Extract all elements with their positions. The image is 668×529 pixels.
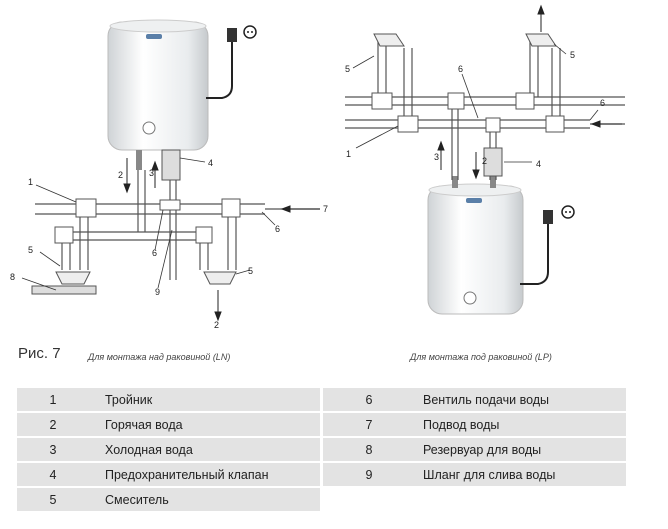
legend-text: Подвод воды bbox=[423, 417, 500, 432]
legend-left-column: 1 Тройник 2 Горячая вода 3 Холодная вода 4 П… bbox=[17, 388, 320, 513]
right-flow-arrows bbox=[437, 4, 622, 180]
legend-row: 9 Шланг для слива воды bbox=[323, 463, 626, 486]
right-power-cord bbox=[520, 205, 575, 285]
left-heater-tank bbox=[107, 19, 209, 170]
installation-diagram: 1 2 3 4 5 5 6 7 8 9 2 6 bbox=[10, 4, 625, 330]
legend-num: 4 bbox=[49, 467, 57, 482]
legend-row: 7 Подвод воды bbox=[323, 413, 626, 436]
legend-num: 3 bbox=[49, 442, 57, 457]
callout-3: 3 bbox=[149, 168, 154, 178]
callout-r6: 6 bbox=[458, 64, 463, 74]
callout-9: 9 bbox=[155, 287, 160, 297]
right-heater-tank bbox=[427, 176, 524, 315]
right-leaders bbox=[352, 43, 599, 163]
legend-text: Тройник bbox=[105, 392, 153, 407]
legend-row: 8 Резервуар для воды bbox=[323, 438, 626, 461]
legend-text: Холодная вода bbox=[105, 442, 193, 457]
callout-2: 2 bbox=[118, 170, 123, 180]
callout-r2: 2 bbox=[482, 156, 487, 166]
legend-row: 1 Тройник bbox=[17, 388, 320, 411]
callout-r4: 4 bbox=[536, 159, 541, 169]
left-fittings bbox=[31, 149, 241, 295]
left-callout-labels: 1 2 3 4 5 5 6 7 8 9 2 6 bbox=[10, 158, 328, 330]
legend-text: Вентиль подачи воды bbox=[423, 392, 550, 407]
legend-num: 9 bbox=[365, 467, 373, 482]
legend-row: 6 Вентиль подачи воды bbox=[323, 388, 626, 411]
right-fittings bbox=[371, 33, 565, 177]
legend-text: Резервуар для воды bbox=[423, 442, 542, 457]
socket-icon bbox=[243, 25, 257, 39]
legend-num: 1 bbox=[49, 392, 57, 407]
legend-text: Смеситель bbox=[105, 492, 169, 507]
callout-4: 4 bbox=[208, 158, 213, 168]
legend-text: Шланг для слива воды bbox=[423, 467, 556, 482]
callout-r1: 1 bbox=[346, 149, 351, 159]
legend-num: 7 bbox=[365, 417, 373, 432]
figure-label: Рис. 7 bbox=[18, 345, 61, 362]
callout-r5b: 5 bbox=[570, 50, 575, 60]
brand-logo bbox=[146, 34, 162, 39]
left-flow-arrows bbox=[123, 158, 320, 322]
callout-6b: 6 bbox=[275, 224, 280, 234]
callout-8: 8 bbox=[10, 272, 15, 282]
callout-1: 1 bbox=[28, 177, 33, 187]
callout-r6b: 6 bbox=[600, 98, 605, 108]
socket-icon-right bbox=[561, 205, 575, 219]
caption-under-sink: Для монтажа под раковиной (LP) bbox=[410, 352, 552, 362]
callout-5: 5 bbox=[28, 245, 33, 255]
callout-7: 7 bbox=[323, 204, 328, 214]
legend-row: 5 Смеситель bbox=[17, 488, 320, 511]
callout-6: 6 bbox=[152, 248, 157, 258]
callout-2b: 2 bbox=[214, 320, 219, 330]
callout-5b: 5 bbox=[248, 266, 253, 276]
legend-num: 2 bbox=[49, 417, 57, 432]
legend-num: 5 bbox=[49, 492, 57, 507]
callout-r3: 3 bbox=[434, 152, 439, 162]
legend-text: Предохранительный клапан bbox=[105, 467, 269, 482]
legend-text: Горячая вода bbox=[105, 417, 183, 432]
legend-num: 6 bbox=[365, 392, 373, 407]
left-leaders bbox=[21, 157, 276, 291]
legend-row: 2 Горячая вода bbox=[17, 413, 320, 436]
legend-row: 3 Холодная вода bbox=[17, 438, 320, 461]
left-power-cord bbox=[206, 25, 257, 99]
legend-num: 8 bbox=[365, 442, 373, 457]
legend-row: 4 Предохранительный клапан bbox=[17, 463, 320, 486]
caption-over-sink: Для монтажа над раковиной (LN) bbox=[88, 352, 231, 362]
legend-right-column: 6 Вентиль подачи воды 7 Подвод воды 8 Резер… bbox=[323, 388, 626, 488]
right-callout-labels: 1 2 3 4 5 5 6 6 bbox=[345, 50, 605, 169]
callout-r5: 5 bbox=[345, 64, 350, 74]
